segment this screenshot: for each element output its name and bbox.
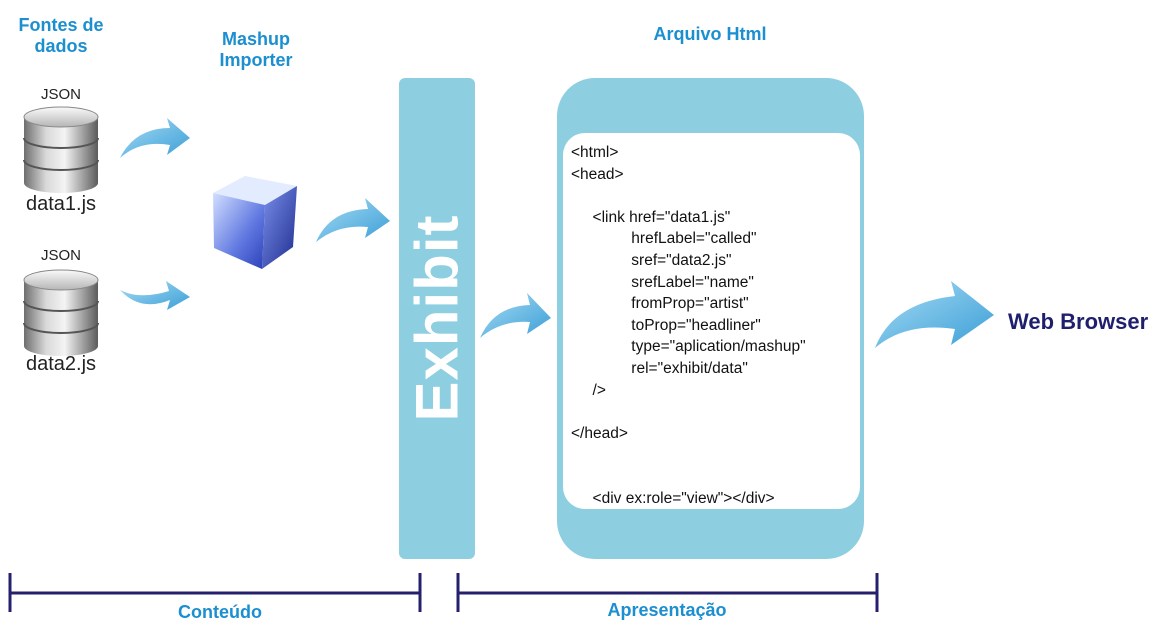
- content-bracket: [8, 573, 422, 612]
- sources-heading-line2: dados: [34, 36, 88, 56]
- curved-arrow-icon: [875, 281, 994, 348]
- code-line: <html>: [571, 144, 619, 161]
- curved-arrow-icon: [316, 198, 390, 242]
- database-icon: [23, 269, 99, 356]
- database-icon: [23, 106, 99, 193]
- sources-heading-line1: Fontes de: [18, 15, 104, 35]
- content-label: Conteúdo: [178, 602, 262, 622]
- curved-arrow-icon: [480, 293, 551, 338]
- code-line: rel="exhibit/data": [571, 359, 748, 377]
- code-line: [571, 185, 806, 207]
- code-line: <link href="data1.js": [571, 208, 731, 226]
- code-line: <div ex:role="view"></div>: [571, 489, 775, 507]
- code-line: hrefLabel="called": [571, 230, 757, 248]
- curved-arrow-icon: [120, 281, 190, 310]
- importer-heading: Mashup Importer: [196, 29, 316, 71]
- code-line: </head>: [571, 424, 628, 442]
- curved-arrow-icon: [120, 118, 190, 158]
- code-line: fromProp="artist": [571, 295, 749, 313]
- db1-format-label: JSON: [40, 86, 81, 103]
- db2-format-label: JSON: [40, 247, 81, 264]
- importer-heading-line2: Importer: [219, 50, 293, 70]
- blue-cube-icon: [213, 176, 297, 269]
- code-line: [571, 444, 806, 466]
- code-line: srefLabel="name": [571, 273, 754, 291]
- presentation-label: Apresentação: [607, 600, 727, 620]
- sources-heading: Fontes de dados: [0, 15, 122, 57]
- db1-file-label: data1.js: [25, 193, 97, 215]
- code-line: />: [571, 381, 606, 399]
- web-browser-label: Web Browser: [1008, 309, 1149, 334]
- code-line: <head>: [571, 165, 624, 183]
- exhibit-label: Exhibit: [403, 214, 471, 422]
- code-line: toProp="headliner": [571, 316, 761, 334]
- html-code-block: <html> <head> <link href="data1.js" hrefL…: [571, 142, 806, 509]
- code-line: [571, 466, 806, 488]
- html-file-heading: Arquivo Html: [653, 24, 767, 44]
- db2-file-label: data2.js: [25, 353, 97, 375]
- code-line: [571, 401, 806, 423]
- html-code-page: [563, 133, 860, 509]
- code-line: type="aplication/mashup": [571, 338, 806, 356]
- exhibit-bar: [399, 78, 475, 559]
- importer-heading-line1: Mashup: [221, 29, 290, 49]
- code-line: sref="data2.js": [571, 251, 732, 269]
- presentation-bracket: [456, 573, 879, 612]
